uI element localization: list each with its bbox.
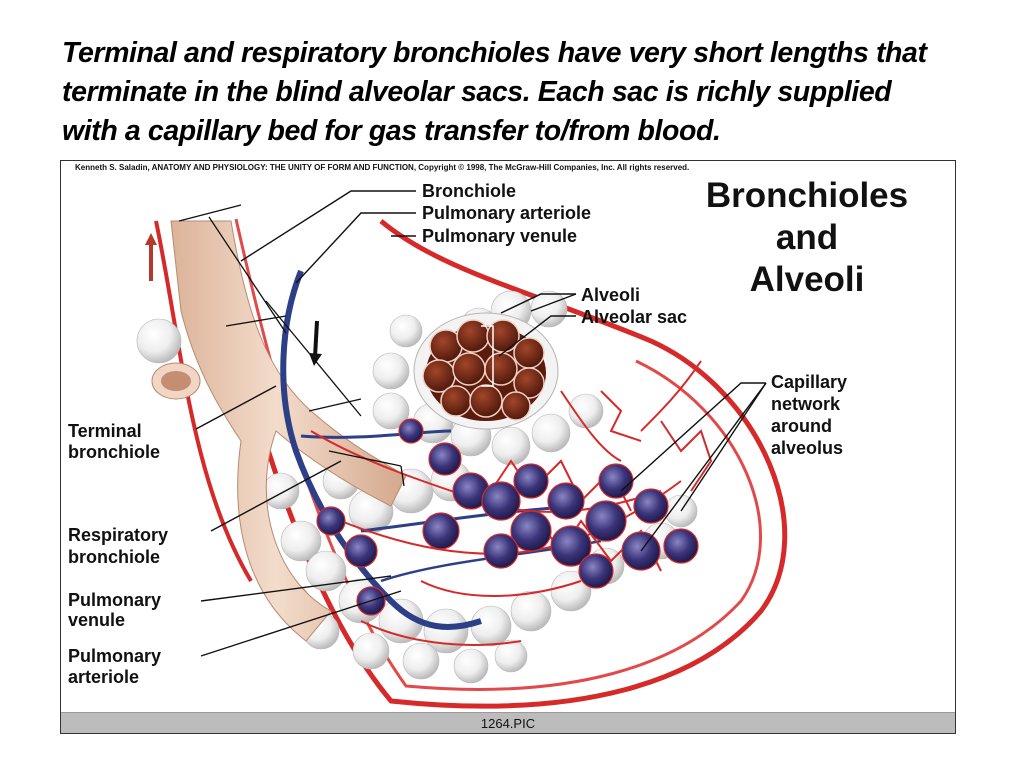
capillary-wrapped-alveoli xyxy=(316,418,699,616)
slide-heading: Terminal and respiratory bronchioles hav… xyxy=(62,34,992,151)
label-capillary-line-3: around xyxy=(771,416,832,436)
label-pulmonary-arteriole-top: Pulmonary arteriole xyxy=(422,203,591,223)
copyright-credit: Kenneth S. Saladin, ANATOMY AND PHYSIOLO… xyxy=(75,163,690,172)
label-pulmonary-venule-top: Pulmonary venule xyxy=(422,226,577,246)
label-capillary-line-1: Capillary xyxy=(771,372,847,392)
heading-line-1: Terminal and respiratory bronchioles hav… xyxy=(62,37,927,69)
label-bronchiole: Bronchiole xyxy=(422,181,516,201)
structure-labels: Bronchiole Pulmonary arteriole Pulmonary… xyxy=(68,181,847,687)
label-terminal-bronchiole-line-2: bronchiole xyxy=(68,442,160,462)
label-pulmonary-venule-bottom-line-2: venule xyxy=(68,610,125,630)
heading-line-3: with a capillary bed for gas transfer to… xyxy=(62,115,721,147)
figure-title-line-1: Bronchioles xyxy=(706,176,908,215)
label-alveoli: Alveoli xyxy=(581,285,640,305)
label-pulmonary-arteriole-bottom-line-1: Pulmonary xyxy=(68,646,161,666)
label-pulmonary-arteriole-bottom-line-2: arteriole xyxy=(68,667,139,687)
anatomy-illustration: Bronchioles and Alveoli Bronchiole Pulmo… xyxy=(68,176,908,709)
figure-title-line-3: Alveoli xyxy=(750,260,865,299)
label-capillary-line-4: alveolus xyxy=(771,438,843,458)
label-terminal-bronchiole-line-1: Terminal xyxy=(68,421,142,441)
image-footer-bar: 1264.PIC xyxy=(61,712,955,733)
label-alveolar-sac: Alveolar sac xyxy=(581,307,687,327)
bronchioles-alveoli-figure: Bronchioles and Alveoli Bronchiole Pulmo… xyxy=(60,160,956,734)
label-respiratory-bronchiole-line-1: Respiratory xyxy=(68,525,168,545)
image-filename: 1264.PIC xyxy=(480,715,536,731)
figure-title-line-2: and xyxy=(776,218,838,257)
figure-title: Bronchioles and Alveoli xyxy=(706,176,908,299)
label-leader-lines xyxy=(195,190,767,657)
alveolar-sac-cutaway xyxy=(413,312,559,430)
segment-brackets xyxy=(178,204,405,487)
heading-line-2: terminate in the blind alveolar sacs. Ea… xyxy=(62,76,892,108)
label-pulmonary-venule-bottom-line-1: Pulmonary xyxy=(68,590,161,610)
label-capillary-line-2: network xyxy=(771,394,841,414)
label-respiratory-bronchiole-line-2: bronchiole xyxy=(68,547,160,567)
